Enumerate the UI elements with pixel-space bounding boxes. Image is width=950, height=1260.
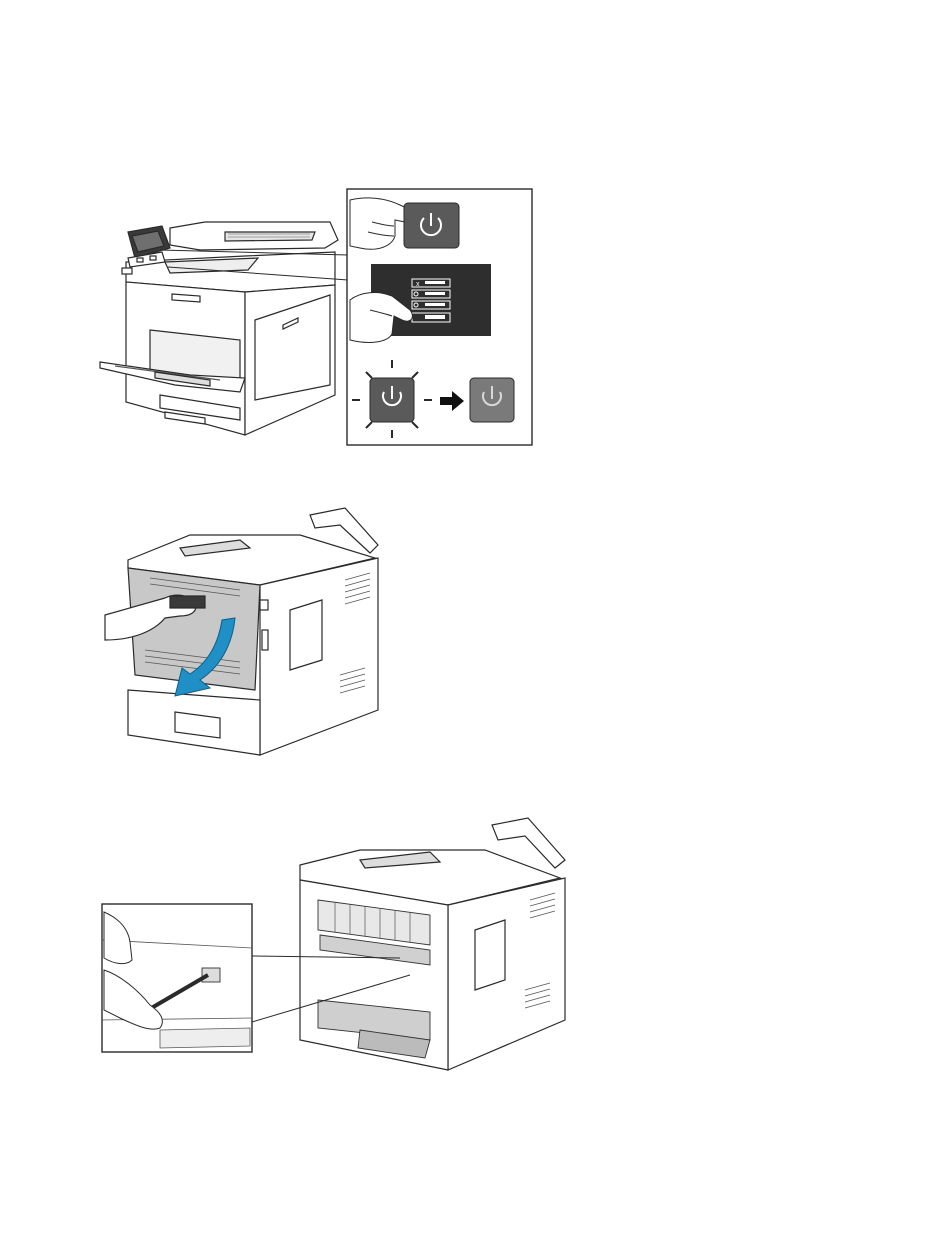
power-off-icon	[470, 378, 514, 422]
figure-open-rear-door	[105, 508, 378, 755]
power-button-icon	[404, 203, 459, 248]
menu-letter: x	[416, 281, 420, 288]
figure-power-off: x	[100, 189, 532, 445]
figure-clean-sensor	[102, 818, 565, 1070]
zoom-callout-icon	[102, 904, 252, 1052]
